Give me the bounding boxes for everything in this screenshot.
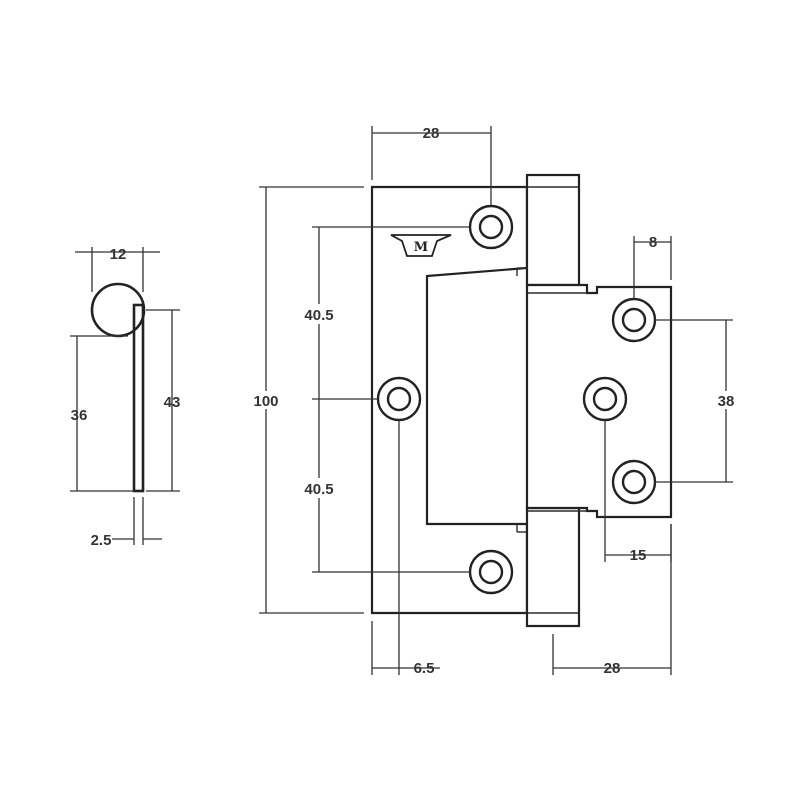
front-view: M 28 100 — [250, 125, 742, 677]
screw-hole-bottom-right — [611, 459, 657, 505]
hinge-pin-circle — [90, 282, 146, 338]
dim-pin-total: 43 — [164, 394, 181, 411]
screw-hole-middle-left — [376, 376, 422, 422]
dim-right-hole-spacing: 38 — [718, 393, 735, 410]
dim-right-leaf-top: 8 — [649, 234, 657, 251]
svg-text:M: M — [414, 240, 428, 255]
dim-right-hole-offset: 15 — [630, 547, 647, 564]
dim-edge-offset: 6.5 — [414, 660, 435, 677]
knuckle-top — [525, 173, 581, 287]
hinge-leaf-profile — [132, 303, 145, 493]
screw-hole-bottom-left — [468, 549, 514, 595]
dim-thickness: 2.5 — [91, 532, 112, 549]
dim-height: 100 — [253, 393, 278, 410]
dim-right-leaf-width: 28 — [604, 660, 621, 677]
screw-hole-top-right — [611, 297, 657, 343]
screw-hole-top-left — [468, 204, 514, 250]
manufacturer-logo: M — [390, 234, 452, 257]
screw-hole-middle-right — [582, 376, 628, 422]
dim-pin-diameter: 12 — [110, 246, 127, 263]
dim-pin-offset: 36 — [71, 407, 88, 424]
side-view: 12 36 43 2.5 — [70, 246, 180, 549]
dim-top-hole-offset: 28 — [423, 125, 440, 142]
dim-hole-spacing-lower: 40.5 — [304, 481, 333, 498]
knuckle-bottom — [525, 506, 581, 628]
dim-hole-spacing-upper: 40.5 — [304, 307, 333, 324]
